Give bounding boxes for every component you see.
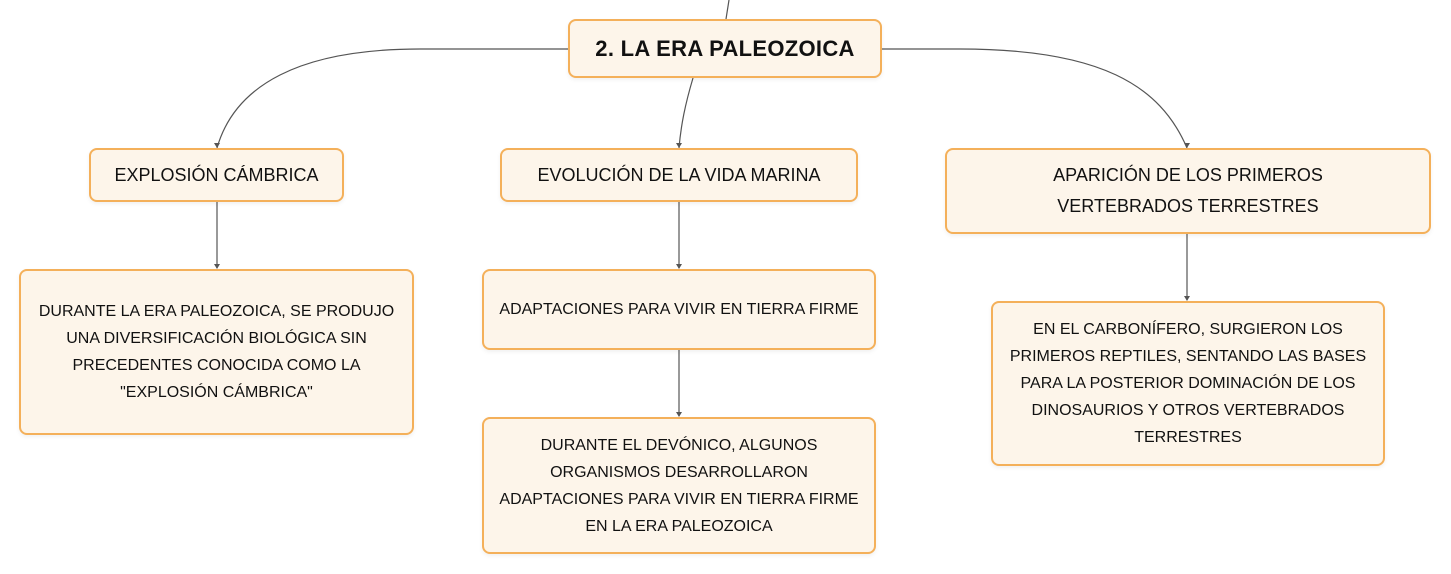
branch-node-label: EVOLUCIÓN DE LA VIDA MARINA <box>537 164 821 185</box>
connector-root-to-explosion <box>216 48 568 149</box>
leaf-node-label: ADAPTACIONES PARA VIVIR EN TIERRA FIRME <box>499 301 859 318</box>
arrowhead-evolucion <box>676 143 682 148</box>
leaf-node-label: DURANTE LA ERA PALEOZOICA, SE PRODUJO UN… <box>38 303 395 401</box>
leaf-node-adaptaciones[interactable]: ADAPTACIONES PARA VIVIR EN TIERRA FIRME <box>482 269 876 350</box>
root-node-label: 2. LA ERA PALEOZOICA <box>595 35 855 61</box>
arrowhead-aparicion-leaf <box>1184 296 1190 301</box>
arrowhead-explosion-leaf <box>214 264 220 269</box>
leaf-node-label: EN EL CARBONÍFERO, SURGIERON LOS PRIMERO… <box>1009 321 1367 446</box>
leaf-node-carbonifero-detalle[interactable]: EN EL CARBONÍFERO, SURGIERON LOS PRIMERO… <box>991 301 1385 466</box>
branch-node-label: EXPLOSIÓN CÁMBRICA <box>114 164 319 185</box>
arrowhead-explosion <box>214 143 220 148</box>
root-node[interactable]: 2. LA ERA PALEOZOICA <box>568 19 882 78</box>
leaf-node-label: DURANTE EL DEVÓNICO, ALGUNOS ORGANISMOS … <box>499 436 859 535</box>
arrowhead-devonico <box>676 412 682 417</box>
leaf-node-explosion-detalle[interactable]: DURANTE LA ERA PALEOZOICA, SE PRODUJO UN… <box>19 269 414 435</box>
branch-node-aparicion-vertebrados[interactable]: APARICIÓN DE LOS PRIMEROS VERTEBRADOS TE… <box>945 148 1431 234</box>
connector-root-to-evolucion <box>678 77 694 149</box>
arrowhead-aparicion <box>1184 143 1190 148</box>
branch-node-evolucion-vida-marina[interactable]: EVOLUCIÓN DE LA VIDA MARINA <box>500 148 858 202</box>
connector-parent-to-root <box>725 0 730 20</box>
branch-node-label: APARICIÓN DE LOS PRIMEROS VERTEBRADOS TE… <box>1053 165 1323 216</box>
leaf-node-devonico-detalle[interactable]: DURANTE EL DEVÓNICO, ALGUNOS ORGANISMOS … <box>482 417 876 554</box>
connector-root-to-aparicion <box>882 48 1188 149</box>
branch-node-explosion-cambrica[interactable]: EXPLOSIÓN CÁMBRICA <box>89 148 344 202</box>
arrowhead-adaptaciones <box>676 264 682 269</box>
